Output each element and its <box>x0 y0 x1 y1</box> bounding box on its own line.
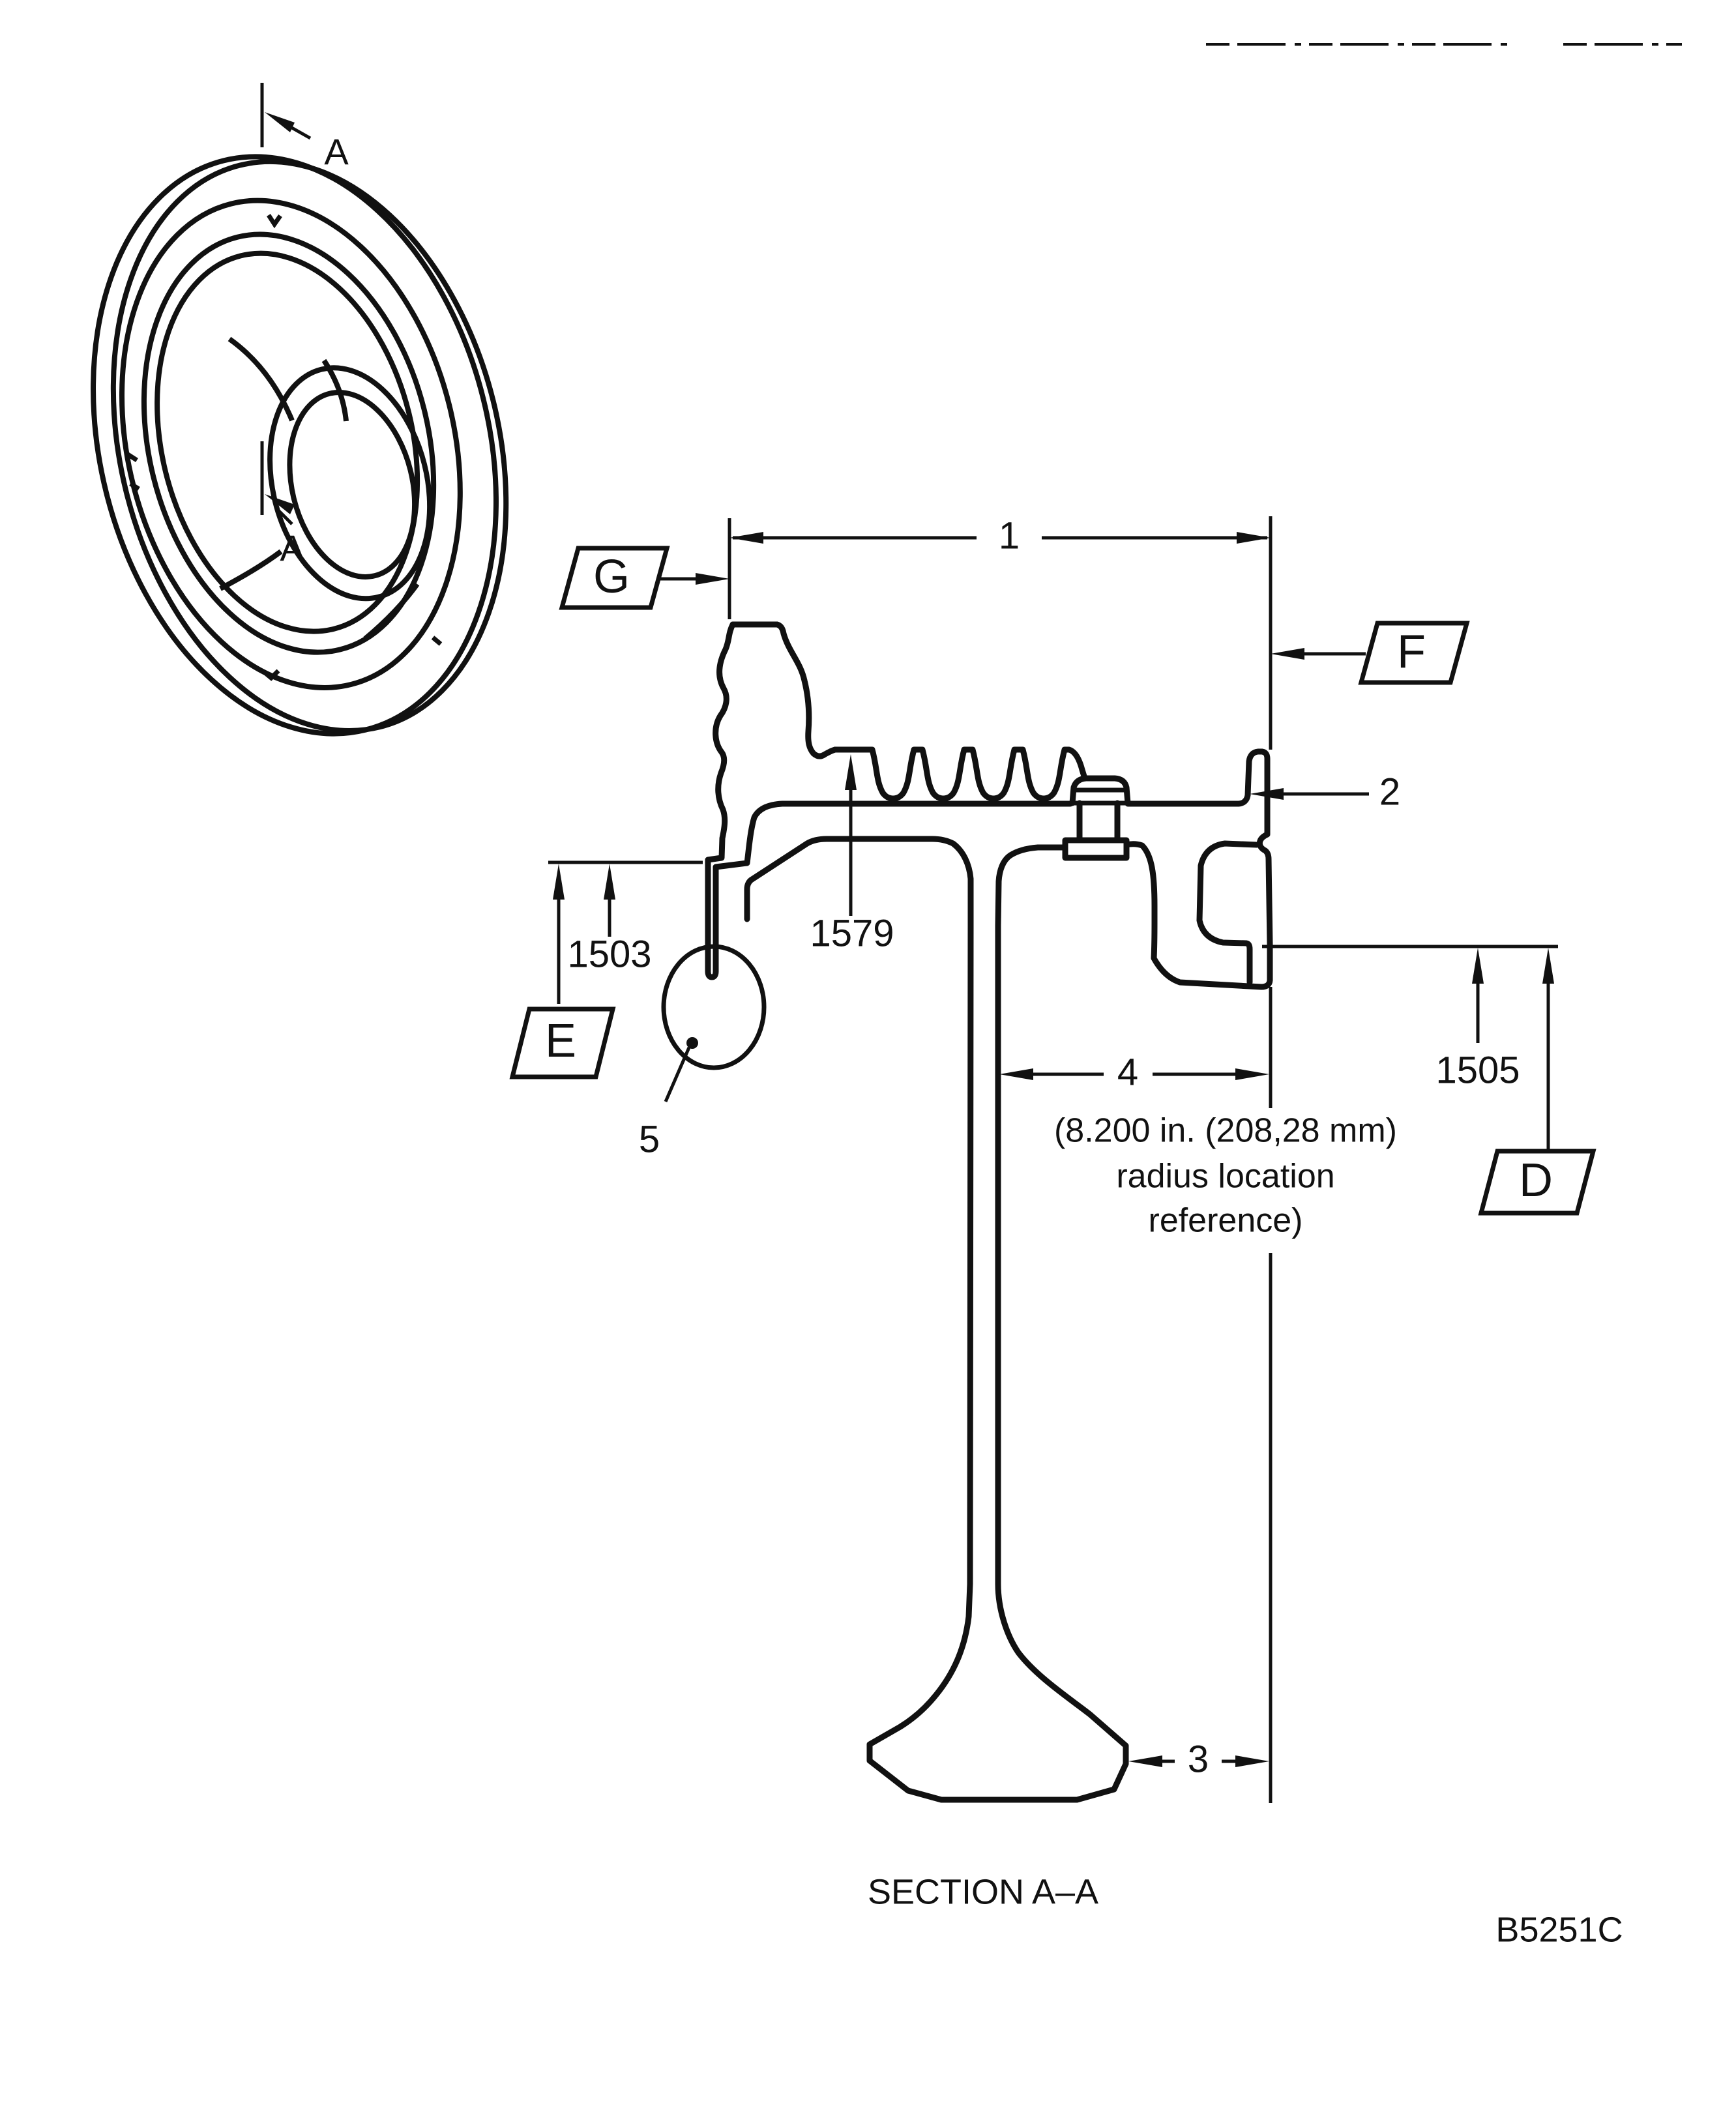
section-cut-arrowhead-inner-icon <box>265 494 295 514</box>
datum-flag-e-label: E <box>545 1015 576 1067</box>
section-cut-arrowhead-top-icon <box>265 112 295 132</box>
dim4-arrowhead-left-icon <box>999 1068 1033 1080</box>
bolt-shank-lines <box>1076 800 1121 843</box>
disk-perspective-view: A A <box>91 83 509 737</box>
hook-flange-slot-outline <box>1196 840 1260 986</box>
dim3-label: 3 <box>1188 1738 1209 1780</box>
ref-1579-arrowhead-icon <box>845 754 857 790</box>
datum-flag-f-box <box>1358 621 1470 685</box>
ref-1505-short-arrowhead-icon <box>1472 948 1484 984</box>
ref-1505-long-arrowhead-icon <box>1542 948 1554 984</box>
disk-ring-ellipse <box>154 250 420 634</box>
ref-1505-label: 1505 <box>1435 1049 1520 1091</box>
dim1-arrowhead-right-icon <box>1237 532 1271 544</box>
section-cut-line-inner <box>260 441 293 525</box>
flange-inner-face-outline <box>774 621 838 759</box>
dim3-arrowhead-left-icon <box>1128 1755 1162 1767</box>
bolt-washer-outline <box>1062 837 1130 861</box>
rim-plate-and-hook-flange-outline <box>1123 748 1273 990</box>
item5-leader-line <box>664 1047 691 1102</box>
datum-flag-d-box <box>1478 1149 1596 1216</box>
disk-rings <box>91 154 509 737</box>
datum-flag-e: E <box>509 1006 616 1079</box>
datum-flag-d: D <box>1478 1149 1596 1216</box>
datum-flag-f-arrowhead-icon <box>1271 648 1304 660</box>
dimension-3: 3 <box>1128 1738 1269 1780</box>
datum-flag-f-label: F <box>1397 626 1426 678</box>
disk-ring-ellipse <box>110 158 509 733</box>
ref-1503: 1503 <box>548 860 703 1004</box>
web-stem-and-hub-outline <box>744 836 1129 1803</box>
disk-ring-ellipse <box>141 231 437 655</box>
ref-1579-label: 1579 <box>810 912 894 954</box>
dimension-1: 1 <box>728 514 1271 619</box>
ref-1505: 1505 <box>1262 945 1558 1150</box>
radius-note-line3: reference) <box>1149 1202 1303 1240</box>
ref-1503-short-arrowhead-icon <box>604 864 615 900</box>
callout-2-label: 2 <box>1379 770 1400 813</box>
serration-teeth-outline <box>832 746 1088 802</box>
radius-note-line1: (8.200 in. (208,28 mm) <box>1054 1112 1397 1150</box>
disk-hub-contour-arcs <box>219 336 420 641</box>
dim1-arrowhead-left-icon <box>729 532 763 544</box>
section-view: 5 <box>639 621 1273 1803</box>
callout-2: 2 <box>1250 770 1400 813</box>
flange-and-seal-arm-outline <box>705 621 1074 980</box>
dim1-label: 1 <box>999 514 1020 557</box>
section-title: SECTION A–A <box>868 1872 1098 1911</box>
disk-rim-notches <box>126 214 443 681</box>
datum-flag-f: F <box>1271 621 1470 685</box>
dimension-4: 4 (8.200 in. (208,28 mm) radius location… <box>999 1051 1397 1240</box>
section-arrow-top-label: A <box>324 131 349 172</box>
detail-circle-item5: 5 <box>639 944 767 1160</box>
dim3-arrowhead-right-icon <box>1235 1755 1269 1767</box>
disk-hub-ellipse <box>287 389 418 579</box>
ref-1579: 1579 <box>810 754 894 954</box>
callout-2-arrowhead-icon <box>1250 788 1284 800</box>
section-cut-callout-inner: A <box>260 441 304 568</box>
datum-flag-g: G <box>559 546 729 610</box>
datum-flag-g-label: G <box>593 551 630 603</box>
datum-flag-d-label: D <box>1519 1154 1553 1207</box>
datum-flag-g-box <box>559 546 670 610</box>
section-arrow-inner-label: A <box>280 527 304 568</box>
balance-bolt <box>1062 775 1131 861</box>
ref-1503-label: 1503 <box>567 933 651 975</box>
dim4-arrowhead-right-icon <box>1235 1068 1269 1080</box>
dim4-label: 4 <box>1117 1051 1138 1093</box>
leader-dot-icon <box>686 1037 698 1049</box>
datum-flag-g-arrowhead-icon <box>696 573 729 585</box>
ref-1503-long-arrowhead-icon <box>553 864 565 900</box>
item5-label: 5 <box>639 1118 660 1160</box>
disk-ring-ellipse <box>91 154 499 737</box>
datum-flag-e-box <box>509 1006 616 1079</box>
bolt-head-outline <box>1069 775 1131 806</box>
detail-ellipse <box>661 944 767 1070</box>
figure-number: B5251C <box>1495 1910 1623 1949</box>
section-cut-callout-top: A <box>260 83 349 172</box>
radius-note-line2: radius location <box>1116 1158 1334 1196</box>
